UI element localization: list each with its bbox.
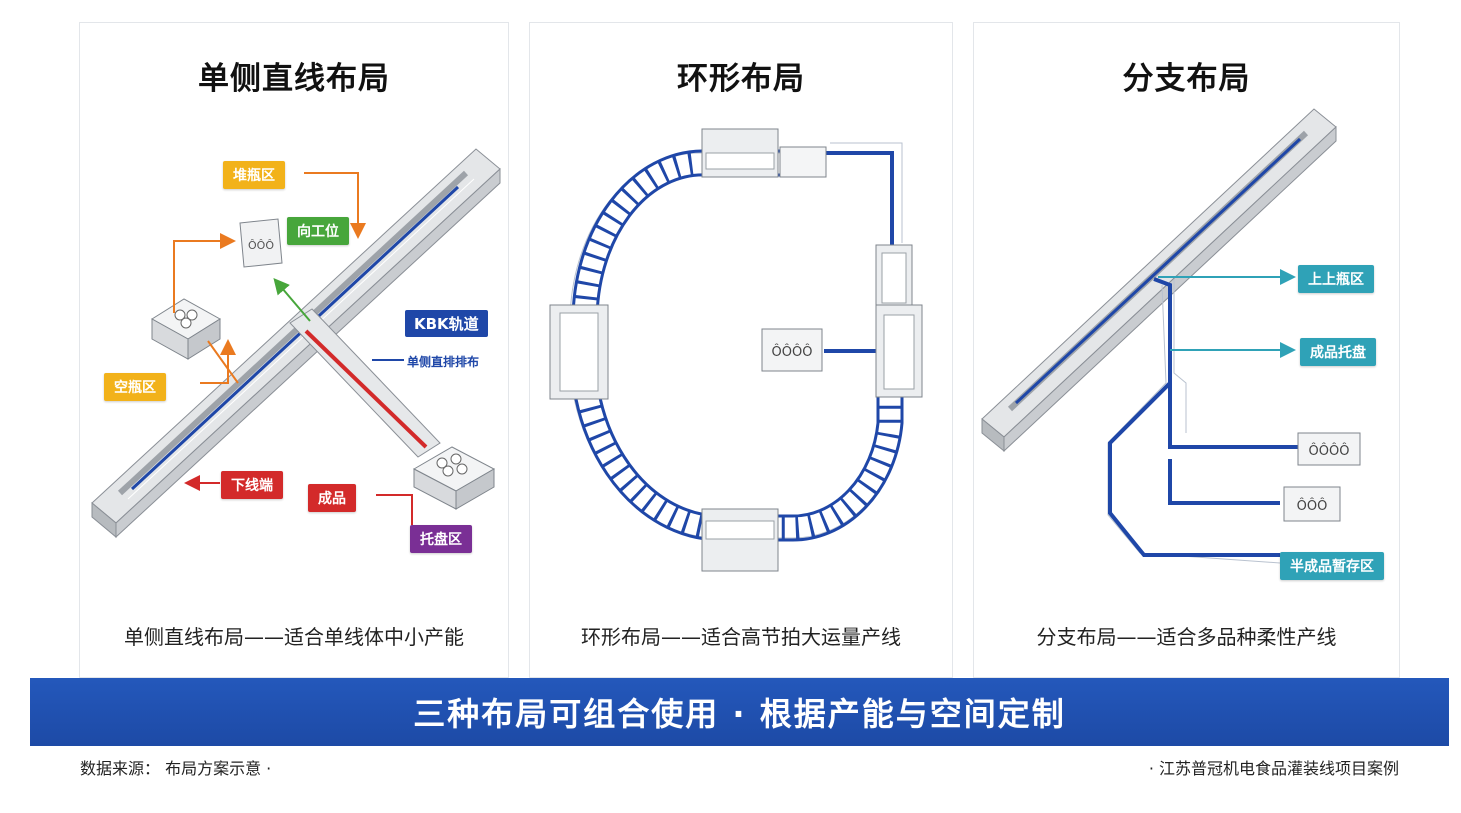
kbk-track-sublabel: 单侧直排排布 bbox=[407, 355, 480, 369]
panel-caption: 分支布局——适合多品种柔性产线 bbox=[1036, 625, 1337, 649]
panel-branch-layout: 分支布局 ÔÔÔÔ ÔÔÔ bbox=[973, 22, 1400, 678]
panel-ring-layout: 环形布局 bbox=[529, 22, 953, 678]
summary-banner: 三种布局可组合使用 · 根据产能与空间定制 bbox=[30, 678, 1449, 746]
finished-flow-line bbox=[304, 329, 428, 449]
main-conveyor-beam bbox=[91, 148, 501, 539]
ring-track-rungs bbox=[571, 150, 902, 541]
tag-empty-area: 空瓶区 bbox=[104, 373, 166, 401]
panel-title: 分支布局 bbox=[1122, 61, 1251, 97]
bottle-box-left bbox=[151, 298, 221, 360]
arrow-to-top-box bbox=[173, 233, 236, 313]
station-top bbox=[701, 128, 827, 178]
kbk-track-line bbox=[130, 185, 460, 491]
station-right-lower bbox=[875, 304, 923, 398]
panel-title: 单侧直线布局 bbox=[198, 61, 390, 97]
ring-layout-diagram: ÔÔÔÔ bbox=[549, 128, 923, 572]
panel-title: 环形布局 bbox=[677, 61, 805, 97]
ring-track-outer bbox=[569, 149, 904, 542]
arrow-stack bbox=[304, 172, 366, 239]
svg-text:ÔÔÔ: ÔÔÔ bbox=[248, 239, 274, 252]
bottle-box-lower: ÔÔÔ bbox=[1283, 486, 1341, 522]
tag-workstation: 向工位 bbox=[287, 217, 349, 245]
tag-offline-end: 下线端 bbox=[221, 471, 283, 499]
arrow-workstation bbox=[273, 277, 311, 322]
tag-finished: 成品 bbox=[308, 484, 356, 512]
station-bottom bbox=[701, 508, 779, 572]
tag-upper-area: 上上瓶区 bbox=[1298, 265, 1374, 293]
bottle-box-upper: ÔÔÔÔ bbox=[1297, 432, 1361, 466]
panel-straight-layout: 单侧直线布局 ÔÔÔ bbox=[79, 22, 509, 678]
svg-text:ÔÔÔÔ: ÔÔÔÔ bbox=[772, 344, 813, 360]
pallet-box bbox=[412, 446, 496, 510]
banner-text: 三种布局可组合使用 · 根据产能与空间定制 bbox=[413, 695, 1066, 733]
svg-text:ÔÔÔ: ÔÔÔ bbox=[1297, 498, 1328, 514]
kbk-track-label: KBK轨道 bbox=[405, 310, 488, 337]
bottle-box-top: ÔÔÔ bbox=[239, 218, 283, 268]
branch-tracks bbox=[1107, 277, 1298, 564]
station-left bbox=[549, 304, 609, 400]
straight-layout-diagram: ÔÔÔ bbox=[91, 148, 501, 539]
tag-semi-storage: 半成品暂存区 bbox=[1280, 552, 1384, 580]
station-right-upper bbox=[875, 244, 913, 312]
panel-caption: 环形布局——适合高节拍大运量产线 bbox=[581, 625, 901, 649]
data-source-note: 数据来源： 布局方案示意 · bbox=[80, 759, 272, 778]
arrow-empty bbox=[200, 339, 236, 384]
arrow-finished bbox=[376, 494, 413, 525]
project-case-note: · 江苏普冠机电食品灌装线项目案例 bbox=[1148, 759, 1399, 778]
tag-stack-area: 堆瓶区 bbox=[223, 161, 285, 189]
bottle-station-center: ÔÔÔÔ bbox=[761, 328, 823, 372]
panel-caption: 单侧直线布局——适合单线体中小产能 bbox=[124, 625, 464, 649]
tag-pallet-area: 托盘区 bbox=[410, 525, 472, 553]
branch-layout-diagram: ÔÔÔÔ ÔÔÔ bbox=[981, 108, 1361, 564]
svg-text:ÔÔÔÔ: ÔÔÔÔ bbox=[1309, 443, 1350, 459]
tag-finished-pallet: 成品托盘 bbox=[1300, 338, 1376, 366]
ring-track-inner bbox=[593, 173, 880, 518]
